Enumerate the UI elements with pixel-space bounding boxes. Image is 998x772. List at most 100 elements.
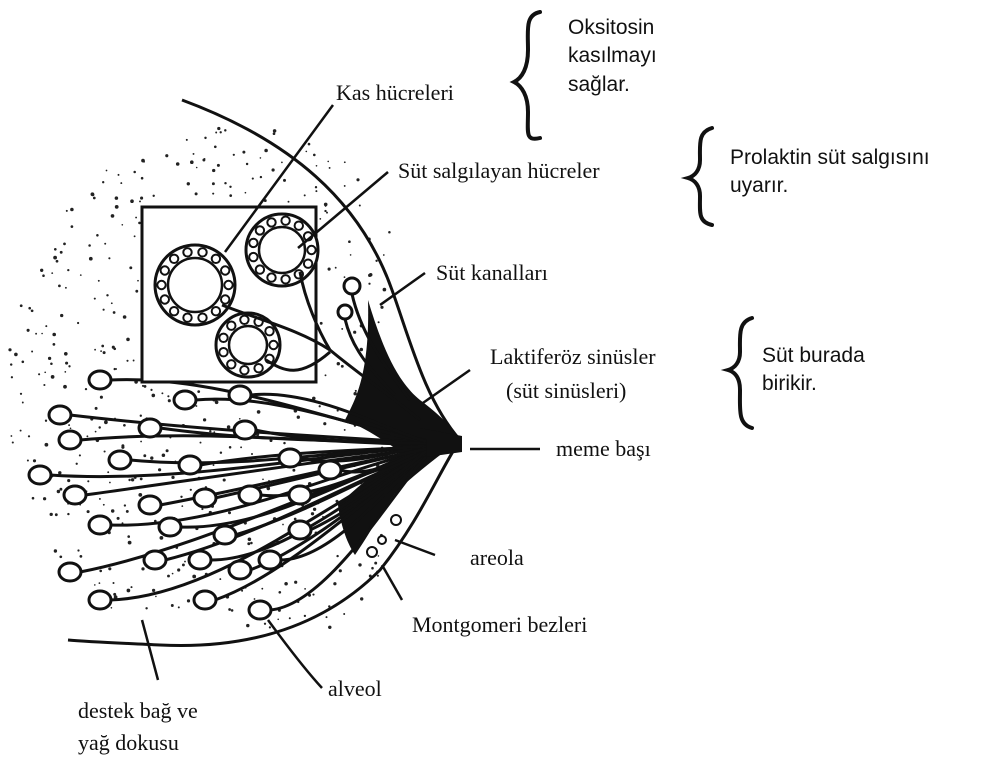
stipple-dot <box>31 351 33 353</box>
stipple-dot <box>51 272 53 274</box>
stipple-dot <box>282 524 284 526</box>
alveolus <box>59 563 81 581</box>
label-laktiferoz-2: (süt sinüsleri) <box>506 380 626 402</box>
stipple-dot <box>344 185 346 187</box>
stipple-dot <box>45 325 47 327</box>
stipple-dot <box>220 451 222 453</box>
stipple-dot <box>339 569 342 572</box>
stipple-dot <box>192 575 196 579</box>
secretory-cell <box>212 307 220 315</box>
stipple-dot <box>68 365 70 367</box>
stipple-dot <box>358 563 361 566</box>
stipple-dot <box>103 309 105 311</box>
stipple-dot <box>51 375 55 379</box>
stipple-dot <box>178 606 180 608</box>
stipple-dot <box>319 405 321 407</box>
stipple-dot <box>155 596 157 598</box>
stipple-dot <box>135 217 137 219</box>
stipple-dot <box>140 477 143 480</box>
stipple-dot <box>353 392 356 395</box>
stipple-dot <box>341 328 343 330</box>
stipple-dot <box>94 298 96 300</box>
stipple-dot <box>288 201 290 203</box>
stipple-dot <box>143 161 145 163</box>
stipple-dot <box>20 304 23 307</box>
alveolus <box>229 386 251 404</box>
label-destek-1: destek bağ ve <box>78 700 198 722</box>
stipple-dot <box>353 331 356 334</box>
secretory-cell <box>256 265 264 273</box>
stipple-dot <box>248 538 252 542</box>
secretory-cell <box>183 314 191 322</box>
stipple-dot <box>43 497 46 500</box>
stipple-dot <box>124 504 126 506</box>
stipple-dot <box>99 498 101 500</box>
stipple-dot <box>123 424 126 427</box>
stipple-dot <box>214 145 217 148</box>
stipple-dot <box>356 178 359 181</box>
stipple-dot <box>304 615 306 617</box>
stipple-dot <box>281 162 283 164</box>
stipple-dot <box>336 555 338 557</box>
alveolus <box>179 456 201 474</box>
stipple-dot <box>80 555 83 558</box>
stipple-dot <box>168 399 171 402</box>
stipple-dot <box>181 505 183 507</box>
stipple-dot <box>368 283 370 285</box>
stipple-dot <box>45 443 49 447</box>
stipple-dot <box>186 139 188 141</box>
stipple-dot <box>254 598 256 600</box>
secretory-cell <box>212 255 220 263</box>
stipple-dot <box>323 422 326 425</box>
stipple-dot <box>111 509 114 512</box>
pointer-alveol <box>268 620 322 688</box>
stipple-dot <box>133 360 135 362</box>
stipple-dot <box>167 395 169 397</box>
stipple-dot <box>41 333 43 335</box>
stipple-dot <box>150 389 152 391</box>
stipple-dot <box>239 418 241 420</box>
stipple-dot <box>141 567 144 570</box>
stipple-dot <box>360 348 364 352</box>
brace-sut-burada <box>728 318 752 428</box>
secretory-cell <box>219 348 227 356</box>
stipple-dot <box>229 194 232 197</box>
stipple-dot <box>292 469 295 472</box>
stipple-dot <box>172 573 174 575</box>
stipple-dot <box>104 420 108 424</box>
alveolus <box>89 516 111 534</box>
stipple-dot <box>12 441 14 443</box>
stipple-dot <box>143 454 146 457</box>
stipple-dot <box>35 333 37 335</box>
stipple-dot <box>58 471 61 474</box>
secretory-cell <box>221 295 229 303</box>
stipple-dot <box>152 394 156 398</box>
stipple-dot <box>150 456 153 459</box>
stipple-dot <box>380 306 383 309</box>
stipple-dot <box>341 365 344 368</box>
stipple-dot <box>197 390 200 393</box>
brace-oksitosin <box>514 12 540 139</box>
label-kas-hucreleri: Kas hücreleri <box>336 82 454 104</box>
stipple-dot <box>272 168 275 171</box>
stipple-dot <box>316 165 318 167</box>
stipple-dot <box>103 351 106 354</box>
stipple-dot <box>27 459 29 461</box>
stipple-dot <box>283 442 285 444</box>
stipple-dot <box>60 251 63 254</box>
secretory-cell <box>307 246 315 254</box>
stipple-dot <box>360 597 363 600</box>
label-sut-kanallari: Süt kanalları <box>436 262 548 284</box>
stipple-dot <box>93 197 96 200</box>
stipple-dot <box>162 454 166 458</box>
stipple-dot <box>204 137 206 139</box>
secretory-cell <box>198 314 206 322</box>
label-meme-basi: meme başı <box>556 438 651 460</box>
stipple-dot <box>96 234 99 237</box>
stipple-dot <box>112 582 114 584</box>
secretory-cell <box>281 217 289 225</box>
stipple-dot <box>108 567 111 570</box>
stipple-dot <box>187 599 190 602</box>
stipple-dot <box>88 244 91 247</box>
